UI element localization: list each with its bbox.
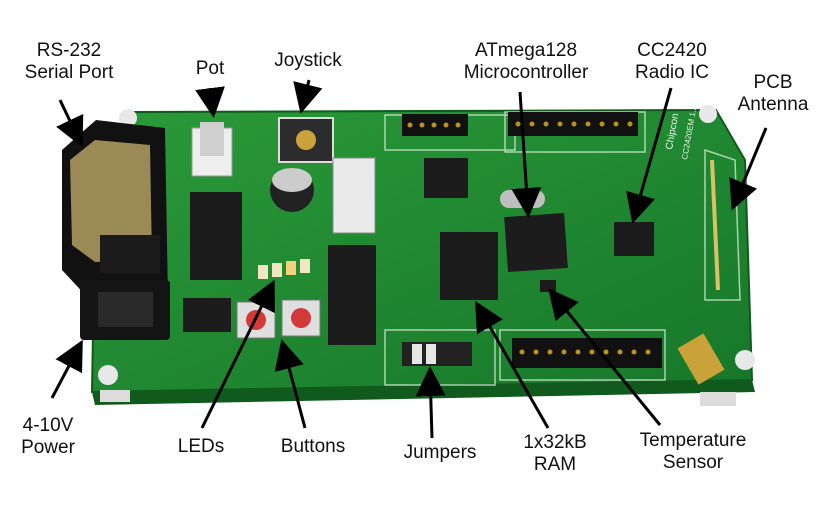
crystal	[500, 190, 545, 208]
arrow-jumpers	[415, 366, 446, 439]
label-ram: 1x32kB RAM	[523, 432, 587, 475]
label-pot: Pot	[195, 58, 225, 79]
label-antenna: PCB Antenna	[737, 72, 809, 115]
pcb-antenna-trace	[710, 159, 720, 291]
ram-chip	[440, 232, 498, 300]
small-ic	[183, 298, 231, 332]
power-jack	[80, 280, 170, 340]
joystick	[278, 117, 334, 163]
label-power: 4-10V Power	[21, 415, 75, 458]
ic-left	[190, 192, 242, 280]
temp-sensor-chip	[540, 280, 556, 292]
ic-upper-mid	[424, 158, 468, 198]
label-buttons: Buttons	[280, 436, 346, 457]
standoff	[735, 350, 755, 370]
arrow-joystick	[293, 79, 323, 114]
capacitor	[270, 168, 314, 212]
label-jumpers: Jumpers	[403, 442, 477, 463]
atmega128-chip	[504, 212, 568, 273]
leds	[258, 259, 310, 279]
arrow-ram	[475, 300, 550, 429]
ic-center	[328, 245, 376, 345]
arrow-antenna	[729, 127, 768, 211]
standoff	[98, 365, 118, 385]
jumper-block	[402, 342, 472, 366]
sma-connector	[677, 333, 725, 385]
arrow-atmega	[511, 91, 542, 218]
arrow-pot	[195, 86, 225, 118]
arrow-temp	[548, 288, 662, 426]
potentiometer	[191, 122, 233, 177]
standoff	[119, 109, 137, 127]
label-joystick: Joystick	[274, 50, 342, 71]
push-buttons	[236, 299, 321, 339]
arrow-leds	[200, 279, 275, 429]
standoff	[699, 105, 717, 123]
callout-arrows	[50, 79, 768, 439]
label-leds: LEDs	[177, 436, 225, 457]
arrow-power	[50, 339, 83, 399]
arrow-rs232	[56, 99, 84, 148]
label-cc2420: CC2420 Radio IC	[635, 40, 709, 83]
arrow-buttons	[274, 339, 307, 429]
resistor-array	[332, 157, 376, 234]
arrow-cc2420	[626, 87, 673, 224]
label-rs232: RS-232 Serial Port	[24, 40, 114, 83]
label-temp: Temperature Sensor	[639, 430, 747, 473]
cc2420-chip	[614, 222, 654, 256]
label-atmega: ATmega128 Microcontroller	[463, 40, 589, 83]
rs232-connector	[62, 120, 168, 300]
